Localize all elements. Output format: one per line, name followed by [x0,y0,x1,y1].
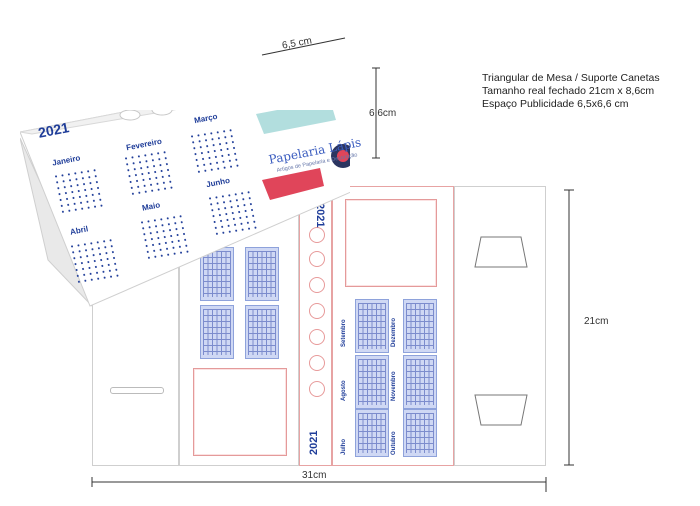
pen-hole [309,329,325,345]
mini-calendar [245,247,279,301]
back-panel: Setembro Agosto Julho Dezembro Novembro … [332,186,454,466]
mini-calendar [355,299,389,353]
month-grid [188,126,242,176]
spine-panel: 2021 2021 [299,186,332,466]
month-grid [52,166,106,216]
mini-calendar [355,355,389,409]
month-grid [68,236,122,286]
slot-cutout [110,387,164,394]
right-panel [454,186,546,466]
pen-hole [309,355,325,371]
dim-top-height: 6,6cm [369,108,397,119]
desk-calendar: 2021 Janeiro Fevereiro Março Abril Maio … [20,110,362,310]
spine-year-bottom: 2021 [308,430,320,455]
mini-calendar [200,247,234,301]
product-type: Triangular de Mesa / Suporte Canetas [482,72,660,84]
advertising-space: Espaço Publicidade 6,5x6,6 cm [482,98,629,110]
mini-calendar [403,299,437,353]
mini-calendar [200,305,234,359]
photo-area [193,368,287,456]
month-label: Setembro [341,319,347,347]
mini-calendar [355,409,389,457]
month-grid [122,148,176,198]
month-label: Outubro [391,431,397,455]
pen-hole [309,277,325,293]
product-size: Tamanho real fechado 21cm x 8,6cm [482,85,655,97]
dim-height: 21cm [584,316,609,327]
mini-calendar [245,305,279,359]
mini-calendar [403,355,437,409]
mini-calendar [403,409,437,457]
pen-hole [309,251,325,267]
pen-hole [309,227,325,243]
tab-slot-top [474,236,528,268]
month-label: Agosto [341,380,347,401]
product-info: Triangular de Mesa / Suporte Canetas Tam… [482,72,660,111]
tab-slot-bottom [474,394,528,426]
month-label: Dezembro [391,317,397,347]
pen-hole [309,381,325,397]
dim-width: 31cm [302,470,327,481]
photo-area-top [345,199,437,287]
month-grid [206,188,260,238]
pen-hole [309,303,325,319]
month-label: Julho [341,439,347,455]
month-grid [138,212,192,262]
month-label: Novembro [391,371,397,401]
